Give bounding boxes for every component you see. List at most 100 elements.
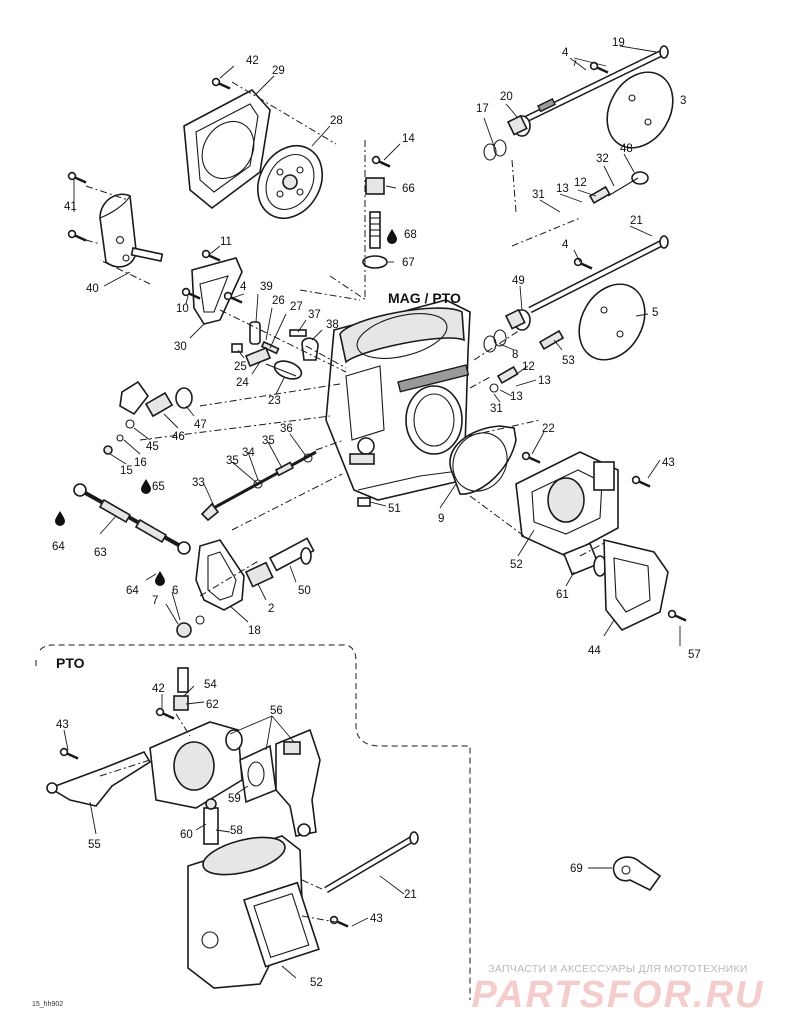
watermark-logo: PARTSFOR.RU bbox=[471, 974, 765, 1016]
callout-30: 30 bbox=[174, 341, 187, 353]
callout-36: 36 bbox=[280, 423, 293, 435]
callout-9: 9 bbox=[438, 513, 444, 525]
drop-icon-65 bbox=[141, 479, 151, 494]
callout-62: 62 bbox=[206, 699, 219, 711]
callout-11: 11 bbox=[220, 236, 232, 248]
callout-46: 46 bbox=[172, 431, 185, 443]
fuel-pump-body-40 bbox=[99, 193, 164, 268]
callout-50: 50 bbox=[298, 585, 311, 597]
callout-35b: 35 bbox=[226, 455, 239, 467]
adapter-plate-52 bbox=[515, 451, 619, 557]
throttle-plate-3 bbox=[606, 71, 674, 149]
spring-2 bbox=[244, 561, 274, 588]
construction-lines bbox=[85, 81, 607, 923]
callout-27: 27 bbox=[290, 301, 303, 313]
callout-10: 10 bbox=[176, 303, 189, 315]
callout-34: 34 bbox=[242, 447, 255, 459]
nut-7 bbox=[176, 615, 205, 638]
screw-4c bbox=[573, 257, 594, 270]
screw-11 bbox=[201, 249, 222, 262]
screw-41b bbox=[67, 229, 88, 242]
callout-numbers: 42 29 28 41 40 11 10 30 4 39 26 27 37 38… bbox=[52, 37, 701, 989]
callout-69: 69 bbox=[570, 863, 583, 875]
callout-60: 60 bbox=[180, 829, 193, 841]
callout-43c: 43 bbox=[370, 913, 383, 925]
throttle-shaft-21 bbox=[528, 235, 669, 314]
spring-12-48 bbox=[588, 171, 649, 205]
callout-31a: 31 bbox=[532, 189, 545, 201]
callout-58: 58 bbox=[230, 825, 243, 837]
pto-bracket-56 bbox=[275, 728, 321, 837]
valve-assembly-46 bbox=[103, 380, 193, 455]
callout-23: 23 bbox=[268, 395, 281, 407]
bushing-49 bbox=[504, 308, 531, 331]
pto-shaft-21 bbox=[324, 831, 419, 894]
throttle-shaft-19 bbox=[514, 45, 669, 128]
callout-15: 15 bbox=[120, 465, 133, 477]
callout-38: 38 bbox=[326, 319, 339, 331]
spring-12-13 bbox=[489, 365, 519, 393]
callout-44: 44 bbox=[588, 645, 601, 657]
callout-49: 49 bbox=[512, 275, 525, 287]
pump-cover-29 bbox=[183, 89, 271, 210]
throttle-plate-5 bbox=[578, 283, 646, 361]
callout-39: 39 bbox=[260, 281, 273, 293]
callout-47: 47 bbox=[194, 419, 207, 431]
callout-14: 14 bbox=[402, 133, 415, 145]
callout-5: 5 bbox=[652, 307, 658, 319]
screw-43b bbox=[59, 747, 80, 760]
callout-6: 6 bbox=[172, 585, 178, 597]
screw-42b bbox=[155, 707, 176, 720]
watermark-tagline: ЗАПЧАСТИ И АКСЕССУАРЫ ДЛЯ МОТОТЕХНИКИ bbox=[488, 963, 748, 975]
callout-53: 53 bbox=[562, 355, 575, 367]
carburetor-body bbox=[325, 299, 471, 507]
figure-reference: 15_hh902 bbox=[32, 1001, 63, 1008]
pto-lever-55 bbox=[46, 751, 152, 807]
callout-56: 56 bbox=[270, 705, 283, 717]
pto-carburetor-body bbox=[187, 835, 320, 989]
callout-55: 55 bbox=[88, 839, 101, 851]
pto-plate bbox=[149, 721, 243, 809]
bracket-30 bbox=[191, 257, 243, 325]
needle-valve-stack bbox=[362, 140, 388, 300]
callout-19: 19 bbox=[612, 37, 625, 49]
callout-52a: 52 bbox=[510, 559, 523, 571]
screw-42 bbox=[211, 77, 232, 90]
drop-icon-64b bbox=[155, 571, 165, 586]
callout-54: 54 bbox=[204, 679, 217, 691]
spring-53 bbox=[538, 329, 565, 351]
callout-25: 25 bbox=[234, 361, 247, 373]
callout-37: 37 bbox=[308, 309, 321, 321]
throttle-lever-18 bbox=[195, 539, 245, 611]
callout-29: 29 bbox=[272, 65, 285, 77]
linkage-rod-63 bbox=[73, 483, 191, 555]
callout-48: 48 bbox=[620, 143, 633, 155]
callout-20: 20 bbox=[500, 91, 513, 103]
callout-61: 61 bbox=[556, 589, 569, 601]
o-rings-17 bbox=[483, 139, 507, 161]
callout-41: 41 bbox=[64, 201, 77, 213]
pto-gasket-59 bbox=[239, 744, 277, 804]
heading-pto-inset: PTO bbox=[56, 655, 85, 671]
gasket-9 bbox=[449, 425, 517, 495]
callout-35a: 35 bbox=[262, 435, 275, 447]
screw-22 bbox=[521, 451, 542, 464]
leader-lines bbox=[63, 45, 681, 979]
callout-13a: 13 bbox=[556, 183, 569, 195]
drop-icon bbox=[387, 229, 397, 244]
callout-4c: 4 bbox=[562, 239, 569, 251]
callout-45: 45 bbox=[146, 441, 159, 453]
callout-4a: 4 bbox=[240, 281, 247, 293]
heading-mag-pto: MAG / PTO bbox=[388, 290, 461, 306]
callout-42b: 42 bbox=[152, 683, 165, 695]
callout-43a: 43 bbox=[662, 457, 675, 469]
callout-21b: 21 bbox=[404, 889, 417, 901]
bracket-44 bbox=[603, 538, 669, 631]
callout-13b: 13 bbox=[538, 375, 551, 387]
idle-mixture-screw bbox=[200, 450, 317, 522]
drop-icon-64a bbox=[55, 511, 65, 526]
callout-64b: 64 bbox=[126, 585, 139, 597]
clamp-69 bbox=[612, 856, 662, 892]
screw-43a bbox=[631, 475, 652, 488]
callout-64a: 64 bbox=[52, 541, 65, 553]
